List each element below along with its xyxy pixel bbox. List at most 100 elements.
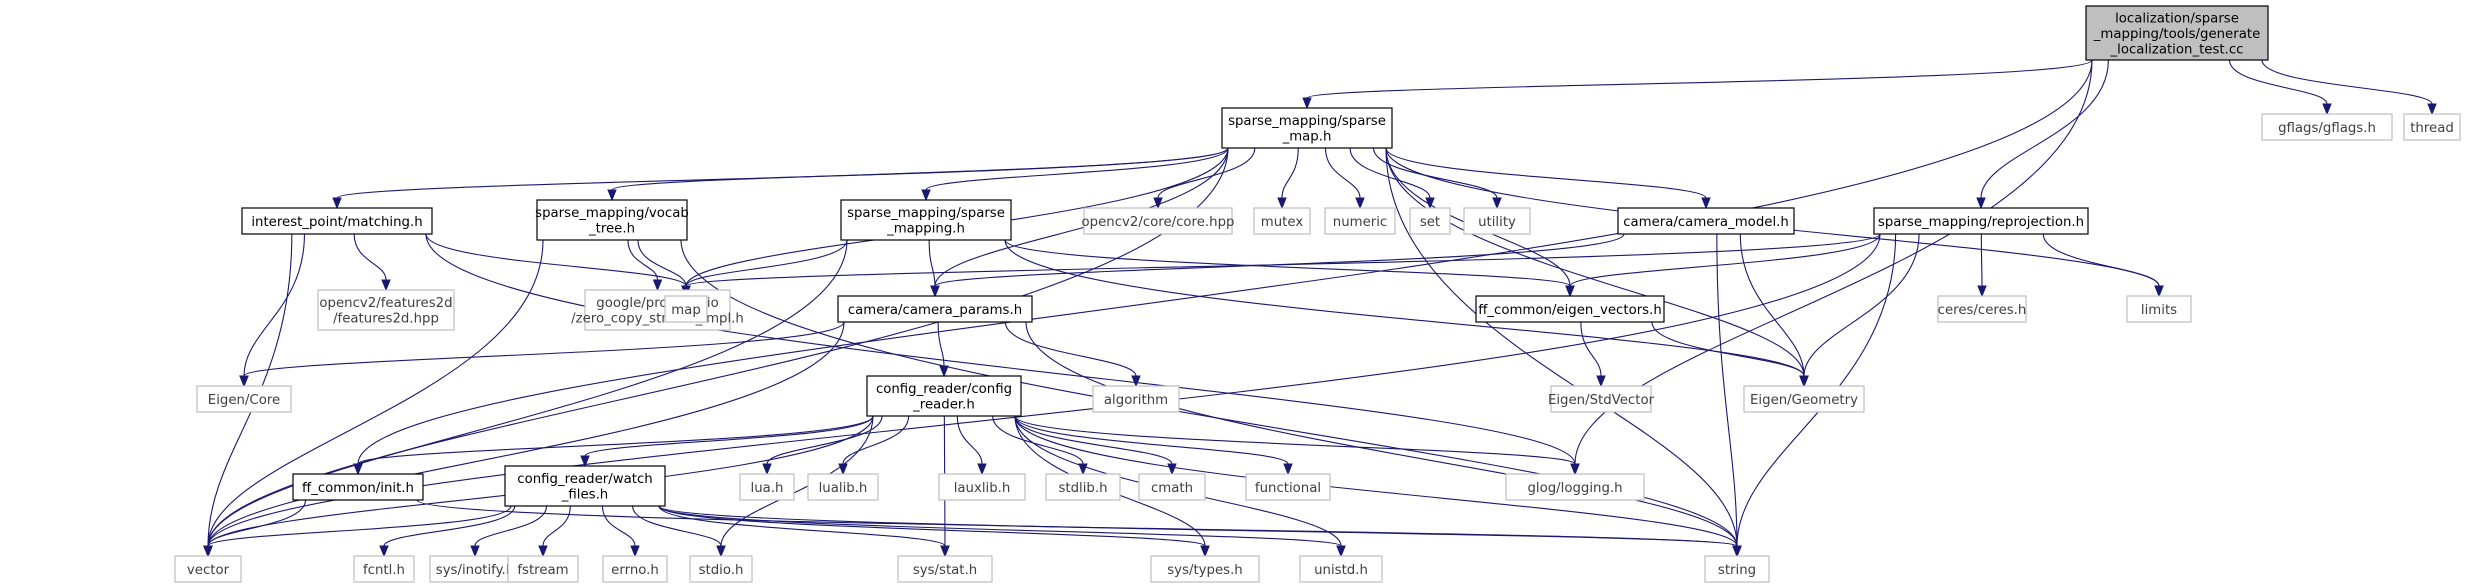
node-eigen-core: Eigen/Core bbox=[196, 385, 292, 413]
node-label: camera/camera_params.h bbox=[848, 303, 1022, 318]
node-box bbox=[2085, 5, 2269, 61]
edge-watch-files-to-string bbox=[658, 505, 1742, 558]
node-errno: errno.h bbox=[602, 555, 668, 583]
node-label: config_reader/config bbox=[876, 382, 1012, 397]
edge-root-to-reprojection bbox=[1976, 59, 2109, 210]
node-label: sys/types.h bbox=[1167, 563, 1243, 578]
node-label: Eigen/Geometry bbox=[1750, 393, 1858, 408]
node-lualib: lualib.h bbox=[807, 473, 879, 501]
edge-config-reader-to-functional bbox=[1014, 415, 1293, 476]
edge-watch-files-to-sys-types bbox=[658, 505, 1210, 558]
node-label: camera/camera_model.h bbox=[1623, 215, 1789, 230]
node-label: mutex bbox=[1261, 215, 1304, 230]
node-box bbox=[507, 555, 579, 583]
edge-config-reader-to-watch-files bbox=[580, 415, 874, 468]
node-label: numeric bbox=[1333, 215, 1387, 230]
edge-config-reader-to-lauxlib bbox=[956, 415, 987, 476]
edge-root-to-thread bbox=[2261, 59, 2437, 116]
node-box bbox=[1045, 473, 1121, 501]
node-matching[interactable]: interest_point/matching.h bbox=[241, 207, 433, 235]
node-camera-model[interactable]: camera/camera_model.h bbox=[1617, 207, 1795, 235]
node-label: glog/logging.h bbox=[1527, 481, 1622, 496]
node-label: sparse_mapping/reprojection.h bbox=[1878, 215, 2084, 230]
node-layer: localization/sparse_mapping/tools/genera… bbox=[174, 5, 2461, 583]
node-box bbox=[689, 555, 753, 583]
node-box bbox=[1245, 473, 1331, 501]
edge-matching-to-eigen-core bbox=[239, 233, 305, 388]
node-watch-files[interactable]: config_reader/watch_files.h bbox=[504, 465, 666, 507]
edge-eigen-vectors-to-eigen-stdvector bbox=[1580, 321, 1606, 388]
node-box bbox=[1704, 555, 1770, 583]
node-string: string bbox=[1704, 555, 1770, 583]
node-sparse-map[interactable]: sparse_mapping/sparse_map.h bbox=[1221, 107, 1393, 149]
node-label: _localization_test.cc bbox=[2110, 42, 2244, 57]
node-opencv-core: opencv2/core/core.hpp bbox=[1082, 207, 1235, 235]
edge-reprojection-to-limits bbox=[2042, 233, 2164, 298]
edge-watch-files-to-unistd bbox=[658, 505, 1346, 558]
node-protobuf: google/protobuf/io/zero_copy_stream_impl… bbox=[571, 289, 744, 331]
node-box bbox=[292, 473, 424, 501]
node-label: vector bbox=[187, 563, 230, 578]
node-box bbox=[866, 375, 1022, 417]
node-box bbox=[1617, 207, 1795, 235]
node-box bbox=[196, 385, 292, 413]
edge-sparse-map-to-camera-model bbox=[1385, 147, 1711, 210]
node-label: fcntl.h bbox=[363, 563, 405, 578]
node-box bbox=[1505, 473, 1645, 501]
node-root[interactable]: localization/sparse_mapping/tools/genera… bbox=[2085, 5, 2269, 61]
edge-config-reader-to-stdlib bbox=[992, 415, 1088, 476]
node-label: stdio.h bbox=[699, 563, 744, 578]
node-sparse-mapping-h[interactable]: sparse_mapping/sparse_mapping.h bbox=[840, 199, 1012, 241]
node-label: _mapping/tools/generate bbox=[2093, 27, 2261, 42]
edge-watch-files-to-vector bbox=[203, 505, 512, 558]
edge-config-reader-to-ff-init bbox=[353, 415, 874, 476]
node-label: functional bbox=[1255, 481, 1321, 496]
node-box bbox=[1324, 207, 1396, 235]
node-label: lua.h bbox=[751, 481, 784, 496]
node-box bbox=[241, 207, 433, 235]
node-stdio: stdio.h bbox=[689, 555, 753, 583]
edge-camera-params-to-eigen-core bbox=[239, 321, 845, 388]
node-ff-init[interactable]: ff_common/init.h bbox=[292, 473, 424, 501]
node-label: algorithm bbox=[1104, 393, 1168, 408]
node-label: _tree.h bbox=[588, 222, 635, 237]
edge-root-to-sparse-map bbox=[1302, 59, 2093, 110]
node-label: set bbox=[1420, 215, 1440, 230]
node-label: map bbox=[671, 303, 701, 318]
node-fcntl: fcntl.h bbox=[353, 555, 415, 583]
edge-config-reader-to-lua bbox=[762, 415, 883, 476]
node-box bbox=[2126, 295, 2192, 323]
edge-config-reader-to-lualib bbox=[838, 415, 910, 476]
node-fstream: fstream bbox=[507, 555, 579, 583]
node-label: Eigen/StdVector bbox=[1548, 393, 1655, 408]
node-stdlib: stdlib.h bbox=[1045, 473, 1121, 501]
node-reprojection[interactable]: sparse_mapping/reprojection.h bbox=[1873, 207, 2089, 235]
node-label: errno.h bbox=[611, 563, 659, 578]
edge-sparse-map-to-sparse-mapping-h bbox=[921, 147, 1229, 202]
node-label: sys/stat.h bbox=[913, 563, 977, 578]
edge-matching-to-features2d bbox=[353, 233, 391, 292]
node-box bbox=[2403, 113, 2461, 141]
edge-reprojection-to-eigen-geometry bbox=[1799, 233, 1920, 388]
node-label: /zero_copy_stream_impl.h bbox=[571, 312, 744, 327]
node-label: Eigen/Core bbox=[208, 393, 280, 408]
node-camera-params[interactable]: camera/camera_params.h bbox=[837, 295, 1033, 323]
node-glog: glog/logging.h bbox=[1505, 473, 1645, 501]
node-label: ff_common/init.h bbox=[302, 481, 414, 496]
node-eigen-vectors[interactable]: ff_common/eigen_vectors.h bbox=[1475, 295, 1665, 323]
node-box bbox=[1409, 207, 1451, 235]
node-label: opencv2/core/core.hpp bbox=[1082, 215, 1235, 230]
node-config-reader[interactable]: config_reader/config_reader.h bbox=[866, 375, 1022, 417]
node-features2d: opencv2/features2d/features2d.hpp bbox=[317, 289, 455, 331]
node-label: _files.h bbox=[561, 488, 608, 503]
node-thread: thread bbox=[2403, 113, 2461, 141]
node-box bbox=[353, 555, 415, 583]
node-unistd: unistd.h bbox=[1299, 555, 1383, 583]
node-label: unistd.h bbox=[1314, 563, 1368, 578]
node-box bbox=[1743, 385, 1865, 413]
node-box bbox=[317, 289, 455, 331]
node-vocab-tree[interactable]: sparse_mapping/vocab_tree.h bbox=[535, 199, 689, 241]
edge-matching-to-glog bbox=[425, 233, 1580, 476]
node-label: fstream bbox=[517, 563, 568, 578]
node-label: cmath bbox=[1151, 481, 1193, 496]
